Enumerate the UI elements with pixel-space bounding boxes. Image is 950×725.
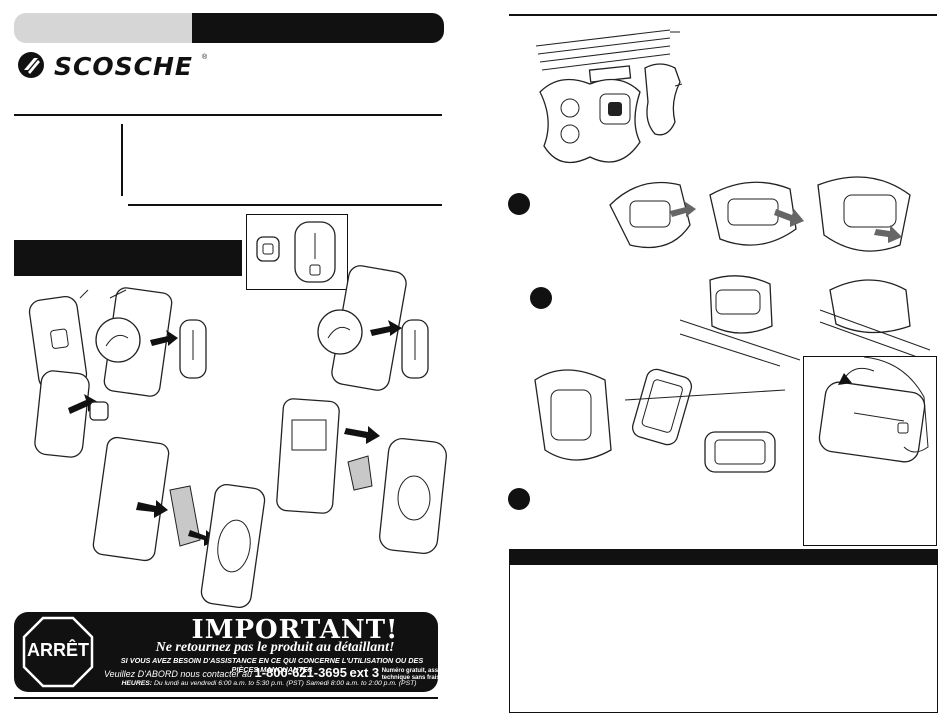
bottom-divider xyxy=(14,697,438,699)
toll-free-line-2: technique sans frais xyxy=(381,674,440,681)
header-bar xyxy=(14,13,444,43)
peel-plate-inset xyxy=(803,356,937,546)
important-assistance-line: SI VOUS AVEZ BESOIN D'ASSISTANCE EN CE Q… xyxy=(120,656,424,674)
important-contact-line: Veuillez D'ABORD nous contacter au 1-800… xyxy=(104,665,459,682)
step-3-illustrations xyxy=(534,368,786,473)
toll-free-line-1: Numéro gratuit, assistance xyxy=(381,667,459,674)
stop-sign-label: ARRÊT xyxy=(27,640,89,660)
step-1-icon xyxy=(508,193,530,215)
stop-sign-icon xyxy=(22,616,94,688)
step-1-illustrations xyxy=(609,176,911,252)
brand-logo: SCOSCHE ® xyxy=(16,50,208,81)
kit-contents-illustration xyxy=(535,29,683,164)
right-top-divider xyxy=(509,14,937,16)
hours-label: HEURES: xyxy=(121,680,153,687)
step-2-illustrations xyxy=(679,275,931,367)
header-bar-grey xyxy=(14,13,192,43)
top-divider xyxy=(14,114,442,116)
step-3-icon xyxy=(508,488,530,510)
phone-extension: ext 3 xyxy=(349,665,380,680)
vertical-divider xyxy=(121,124,123,196)
important-hours-line: HEURES: Du lundi au vendredi 6:00 a.m. t… xyxy=(104,680,434,687)
scosche-logo-icon xyxy=(18,52,44,78)
section-banner xyxy=(14,240,242,276)
phone-number[interactable]: 1-800-621-3695 xyxy=(254,665,348,680)
important-title: IMPORTANT! xyxy=(191,615,399,645)
contact-prefix: Veuillez D'ABORD nous contacter au xyxy=(104,669,252,679)
mid-divider xyxy=(128,204,442,206)
info-panel-header xyxy=(510,550,937,565)
phone-mounting-illustrations xyxy=(28,265,447,608)
info-panel xyxy=(509,549,938,713)
peel-plate-illustration xyxy=(818,356,929,463)
important-subtitle: Ne retournez pas le produit au détaillan… xyxy=(155,640,395,655)
hours-text: Du lundi au vendredi 6:00 a.m. to 5:30 p… xyxy=(153,680,417,687)
brand-trademark: ® xyxy=(202,54,208,61)
mount-plates-illustration xyxy=(256,221,336,283)
header-bar-black xyxy=(192,13,444,43)
brand-name: SCOSCHE xyxy=(54,52,193,81)
step-2-icon xyxy=(530,287,552,309)
plates-inset xyxy=(246,214,348,290)
